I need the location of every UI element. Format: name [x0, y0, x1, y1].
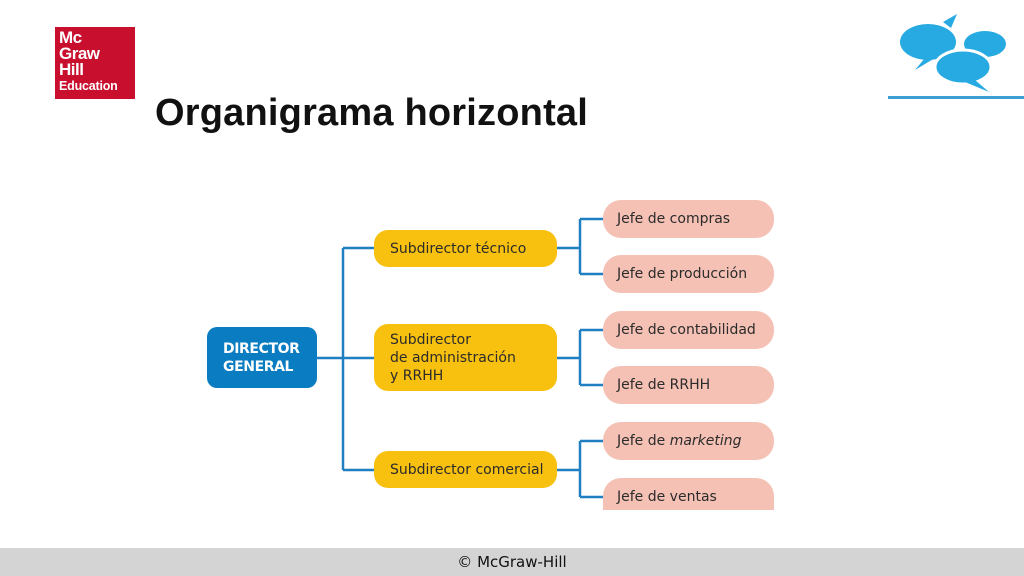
node-subdirector-administracion: Subdirector de administración y RRHH	[374, 324, 557, 391]
slide-title: Organigrama horizontal	[155, 92, 589, 134]
node-jefe-6-label: Jefe de ventas	[617, 489, 717, 505]
node-jefe-marketing: Jefe de marketing	[603, 422, 774, 460]
logo-line-4: Education	[59, 79, 118, 93]
speech-bubbles-icon	[900, 14, 1006, 92]
node-jefe-5-prefix: Jefe de	[617, 433, 670, 449]
node-director-line-1: DIRECTOR	[223, 340, 300, 357]
footer-copyright: © McGraw-Hill	[0, 548, 1024, 576]
node-jefe-5-italic: marketing	[669, 433, 742, 449]
header-rule	[888, 96, 1024, 99]
node-sub-2-line-1: Subdirector	[390, 331, 471, 348]
node-jefe-4-label: Jefe de RRHH	[617, 377, 711, 393]
node-jefe-produccion: Jefe de producción	[603, 255, 774, 293]
node-sub-2-line-2: de administración	[390, 349, 516, 366]
node-subdirector-tecnico: Subdirector técnico	[374, 230, 557, 267]
logo-line-1: Mc	[59, 28, 82, 47]
logo-line-3: Hill	[59, 60, 84, 79]
node-sub-1-line-1: Subdirector técnico	[390, 240, 527, 257]
node-jefe-contabilidad: Jefe de contabilidad	[603, 311, 774, 349]
node-subdirector-comercial: Subdirector comercial	[374, 451, 557, 488]
node-jefe-2-label: Jefe de producción	[617, 266, 748, 282]
node-jefe-1-label: Jefe de compras	[617, 211, 731, 227]
node-jefe-5-label: Jefe de marketing	[617, 433, 742, 449]
node-jefe-compras: Jefe de compras	[603, 200, 774, 238]
node-sub-3-line-1: Subdirector comercial	[390, 461, 544, 478]
mcgraw-hill-logo: Mc Graw Hill Education	[55, 27, 135, 99]
node-director-general: DIRECTOR GENERAL	[207, 327, 317, 388]
node-sub-2-line-3: y RRHH	[390, 367, 444, 384]
logo-line-2: Graw	[59, 44, 100, 63]
node-jefe-rrhh: Jefe de RRHH	[603, 366, 774, 404]
node-jefe-ventas: Jefe de ventas	[603, 478, 774, 510]
node-director-line-2: GENERAL	[223, 358, 294, 375]
node-jefe-3-label: Jefe de contabilidad	[617, 322, 756, 338]
